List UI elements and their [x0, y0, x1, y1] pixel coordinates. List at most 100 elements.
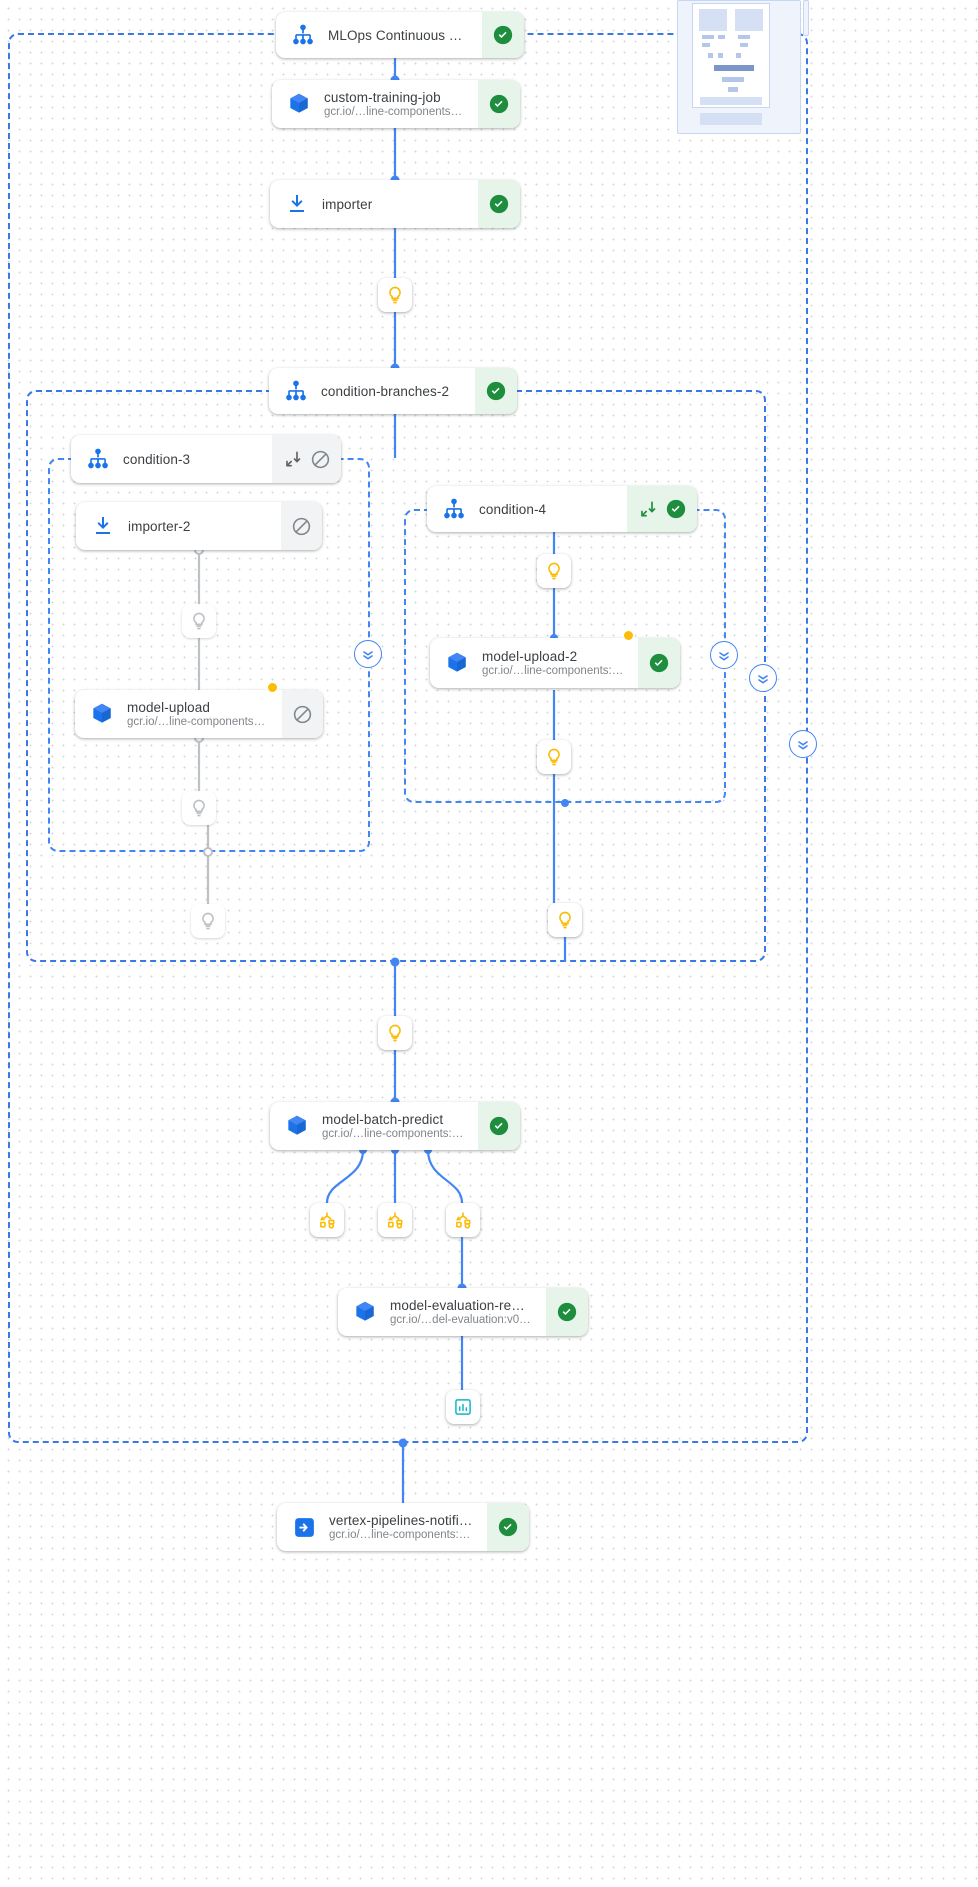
node-texts: condition-3 [123, 452, 190, 467]
container-icon [87, 699, 117, 729]
node-texts: importer-2 [128, 519, 191, 534]
status-badge [638, 638, 680, 688]
chip-artifact-2[interactable] [378, 1203, 412, 1237]
container-icon [442, 648, 472, 678]
collapse-chevrons-icon [798, 741, 808, 750]
parameter-bulb-icon [202, 912, 214, 930]
node-texts: model-upload gcr.io/…line-components:2.6… [127, 700, 268, 728]
node-title: model-evaluation-regres… [390, 1298, 532, 1313]
node-body[interactable]: condition-4 [427, 486, 627, 532]
parameter-bulb-icon [548, 748, 560, 766]
chip-parameter-6[interactable] [537, 740, 571, 774]
status-badge [475, 368, 517, 414]
node-body[interactable]: condition-3 [71, 435, 272, 483]
collapse-chevrons-icon [758, 675, 768, 684]
node-texts: vertex-pipelines-notificat… gcr.io/…line… [329, 1513, 473, 1541]
check-circle-icon [486, 381, 506, 401]
block-circle-icon [292, 517, 311, 535]
metrics-chart-icon [455, 1399, 471, 1415]
minimap-node [718, 53, 723, 58]
toggle-collapse-root-group[interactable] [789, 730, 817, 758]
node-importer-2[interactable]: importer-2 [76, 502, 322, 550]
status-badge [281, 502, 322, 550]
node-body[interactable]: model-evaluation-regres… gcr.io/…del-eva… [338, 1288, 546, 1336]
status-badge[interactable] [272, 435, 341, 483]
node-subtitle: gcr.io/…del-evaluation:v0.9.3 [390, 1314, 532, 1326]
pipeline-icon [281, 376, 311, 406]
status-badge[interactable] [627, 486, 697, 532]
node-texts: importer [322, 197, 372, 212]
node-root-pipeline[interactable]: MLOps Continuous Traini… [276, 12, 524, 58]
node-title: vertex-pipelines-notificat… [329, 1513, 473, 1528]
node-title: importer-2 [128, 518, 191, 534]
node-body[interactable]: importer [270, 180, 478, 228]
import-icon [282, 189, 312, 219]
node-subtitle: gcr.io/…line-components:2.6.0 [127, 716, 268, 728]
artifact-icon [387, 1212, 403, 1229]
pipeline-icon [83, 444, 113, 474]
toggle-collapse-condition-4[interactable] [710, 641, 738, 669]
minimap-node [700, 97, 762, 105]
status-badge [546, 1288, 588, 1336]
chip-parameter-8[interactable] [378, 1016, 412, 1050]
node-texts: MLOps Continuous Traini… [328, 28, 468, 43]
node-subtitle: gcr.io/…line-components:2.6.0 [329, 1529, 473, 1541]
collapse-arrows-icon [641, 501, 656, 517]
toggle-collapse-condition-3[interactable] [354, 640, 382, 668]
node-custom-training-job[interactable]: custom-training-job gcr.io/…line-compone… [272, 80, 520, 128]
chip-parameter-5[interactable] [537, 554, 571, 588]
parameter-bulb-icon [193, 799, 205, 817]
chip-artifact-1[interactable] [310, 1203, 344, 1237]
node-texts: custom-training-job gcr.io/…line-compone… [324, 90, 464, 118]
node-body[interactable]: MLOps Continuous Traini… [276, 12, 482, 58]
node-condition-branches-2[interactable]: condition-branches-2 [269, 368, 517, 414]
node-body[interactable]: importer-2 [76, 502, 281, 550]
chip-metrics-1[interactable] [446, 1390, 480, 1424]
node-body[interactable]: model-upload-2 gcr.io/…line-components:2… [430, 638, 638, 688]
pipeline-icon [439, 494, 469, 524]
minimap-node [702, 35, 714, 39]
chip-artifact-3[interactable] [446, 1203, 480, 1237]
check-circle-icon [498, 1517, 518, 1537]
chip-parameter-1[interactable] [378, 278, 412, 312]
container-icon [284, 89, 314, 119]
minimap-node [728, 87, 738, 92]
node-model-upload-2[interactable]: model-upload-2 gcr.io/…line-components:2… [430, 638, 680, 688]
toggle-collapse-condition-branches[interactable] [749, 664, 777, 692]
artifact-icon [319, 1212, 335, 1229]
artifact-icon [455, 1212, 471, 1229]
node-model-evaluation[interactable]: model-evaluation-regres… gcr.io/…del-eva… [338, 1288, 588, 1336]
node-notification[interactable]: vertex-pipelines-notificat… gcr.io/…line… [277, 1503, 529, 1551]
chip-parameter-3[interactable] [182, 791, 216, 825]
node-body[interactable]: model-upload gcr.io/…line-components:2.6… [75, 690, 282, 738]
node-body[interactable]: model-batch-predict gcr.io/…line-compone… [270, 1102, 478, 1150]
collapse-chevrons-icon [719, 652, 729, 661]
check-circle-icon [666, 499, 686, 519]
node-title: MLOps Continuous Traini… [328, 27, 468, 43]
node-texts: condition-4 [479, 502, 546, 517]
node-title: condition-branches-2 [321, 383, 450, 399]
node-body[interactable]: vertex-pipelines-notificat… gcr.io/…line… [277, 1503, 487, 1551]
minimap-node [702, 43, 710, 47]
pipeline-icon [288, 20, 318, 50]
node-title: condition-4 [479, 501, 547, 517]
graph-minimap[interactable] [677, 0, 801, 134]
minimap-node [700, 113, 762, 125]
node-title: custom-training-job [324, 90, 441, 105]
node-importer[interactable]: importer [270, 180, 520, 228]
minimap-node [736, 53, 741, 58]
node-condition-4[interactable]: condition-4 [427, 486, 697, 532]
chip-parameter-7[interactable] [548, 903, 582, 937]
node-body[interactable]: condition-branches-2 [269, 368, 475, 414]
chip-parameter-2[interactable] [182, 604, 216, 638]
minimap-node [740, 43, 748, 47]
node-body[interactable]: custom-training-job gcr.io/…line-compone… [272, 80, 478, 128]
node-condition-3[interactable]: condition-3 [71, 435, 341, 483]
block-circle-icon [311, 450, 330, 468]
node-model-batch-predict[interactable]: model-batch-predict gcr.io/…line-compone… [270, 1102, 520, 1150]
check-circle-icon [557, 1302, 577, 1322]
chip-parameter-4[interactable] [191, 904, 225, 938]
node-model-upload[interactable]: model-upload gcr.io/…line-components:2.6… [75, 690, 323, 738]
node-texts: condition-branches-2 [321, 384, 449, 399]
